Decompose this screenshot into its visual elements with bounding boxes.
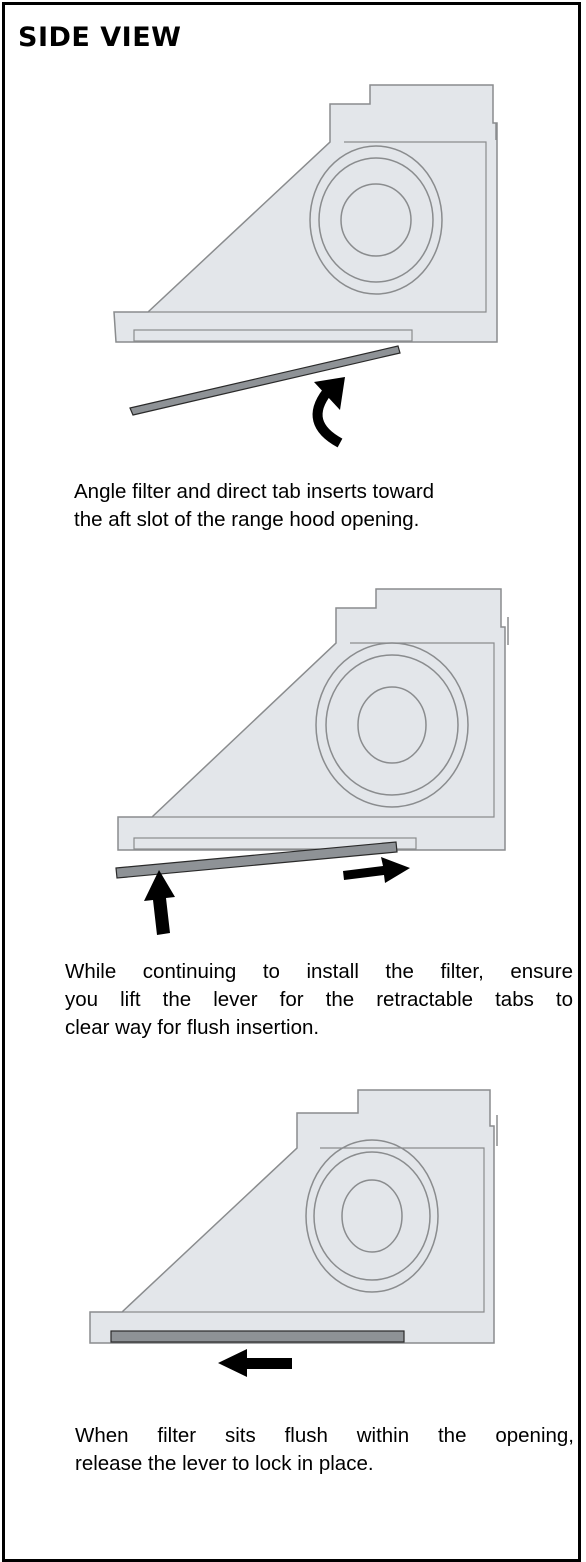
step-2-diagram <box>115 588 509 935</box>
blower-wheel <box>315 642 469 808</box>
caption-line: Angle filter and direct tab inserts towa… <box>74 480 435 503</box>
range-hood-housing <box>89 1089 498 1344</box>
step-1-caption: Angle filter and direct tab inserts towa… <box>74 478 554 534</box>
caption-line: release the lever to lock in place. <box>75 1452 374 1475</box>
grease-filter <box>115 841 398 879</box>
caption-line: clear way for flush insertion. <box>65 1016 320 1039</box>
page-title: SIDE VIEW <box>18 22 182 53</box>
step-2-caption: While continuing to install the filter, … <box>65 958 573 1042</box>
range-hood-housing <box>113 84 498 343</box>
blower-wheel <box>305 1139 439 1293</box>
step-3-diagram <box>89 1089 498 1377</box>
range-hood-housing <box>117 588 509 851</box>
right-arrow-icon <box>343 857 410 883</box>
left-arrow-icon <box>218 1349 292 1377</box>
caption-line: When filter sits flush within the openin… <box>75 1424 574 1447</box>
caption-line: the aft slot of the range hood opening. <box>74 508 420 531</box>
blower-wheel <box>309 145 443 295</box>
step-3-caption: When filter sits flush within the openin… <box>75 1422 574 1478</box>
step-1-diagram <box>113 84 498 448</box>
grease-filter <box>110 1330 405 1343</box>
grease-filter <box>129 345 401 416</box>
up-arrow-icon <box>144 870 175 935</box>
curved-arrow-icon <box>312 377 345 448</box>
caption-line: While continuing to install the filter, … <box>65 960 573 983</box>
caption-line: you lift the lever for the retractable t… <box>65 988 573 1011</box>
